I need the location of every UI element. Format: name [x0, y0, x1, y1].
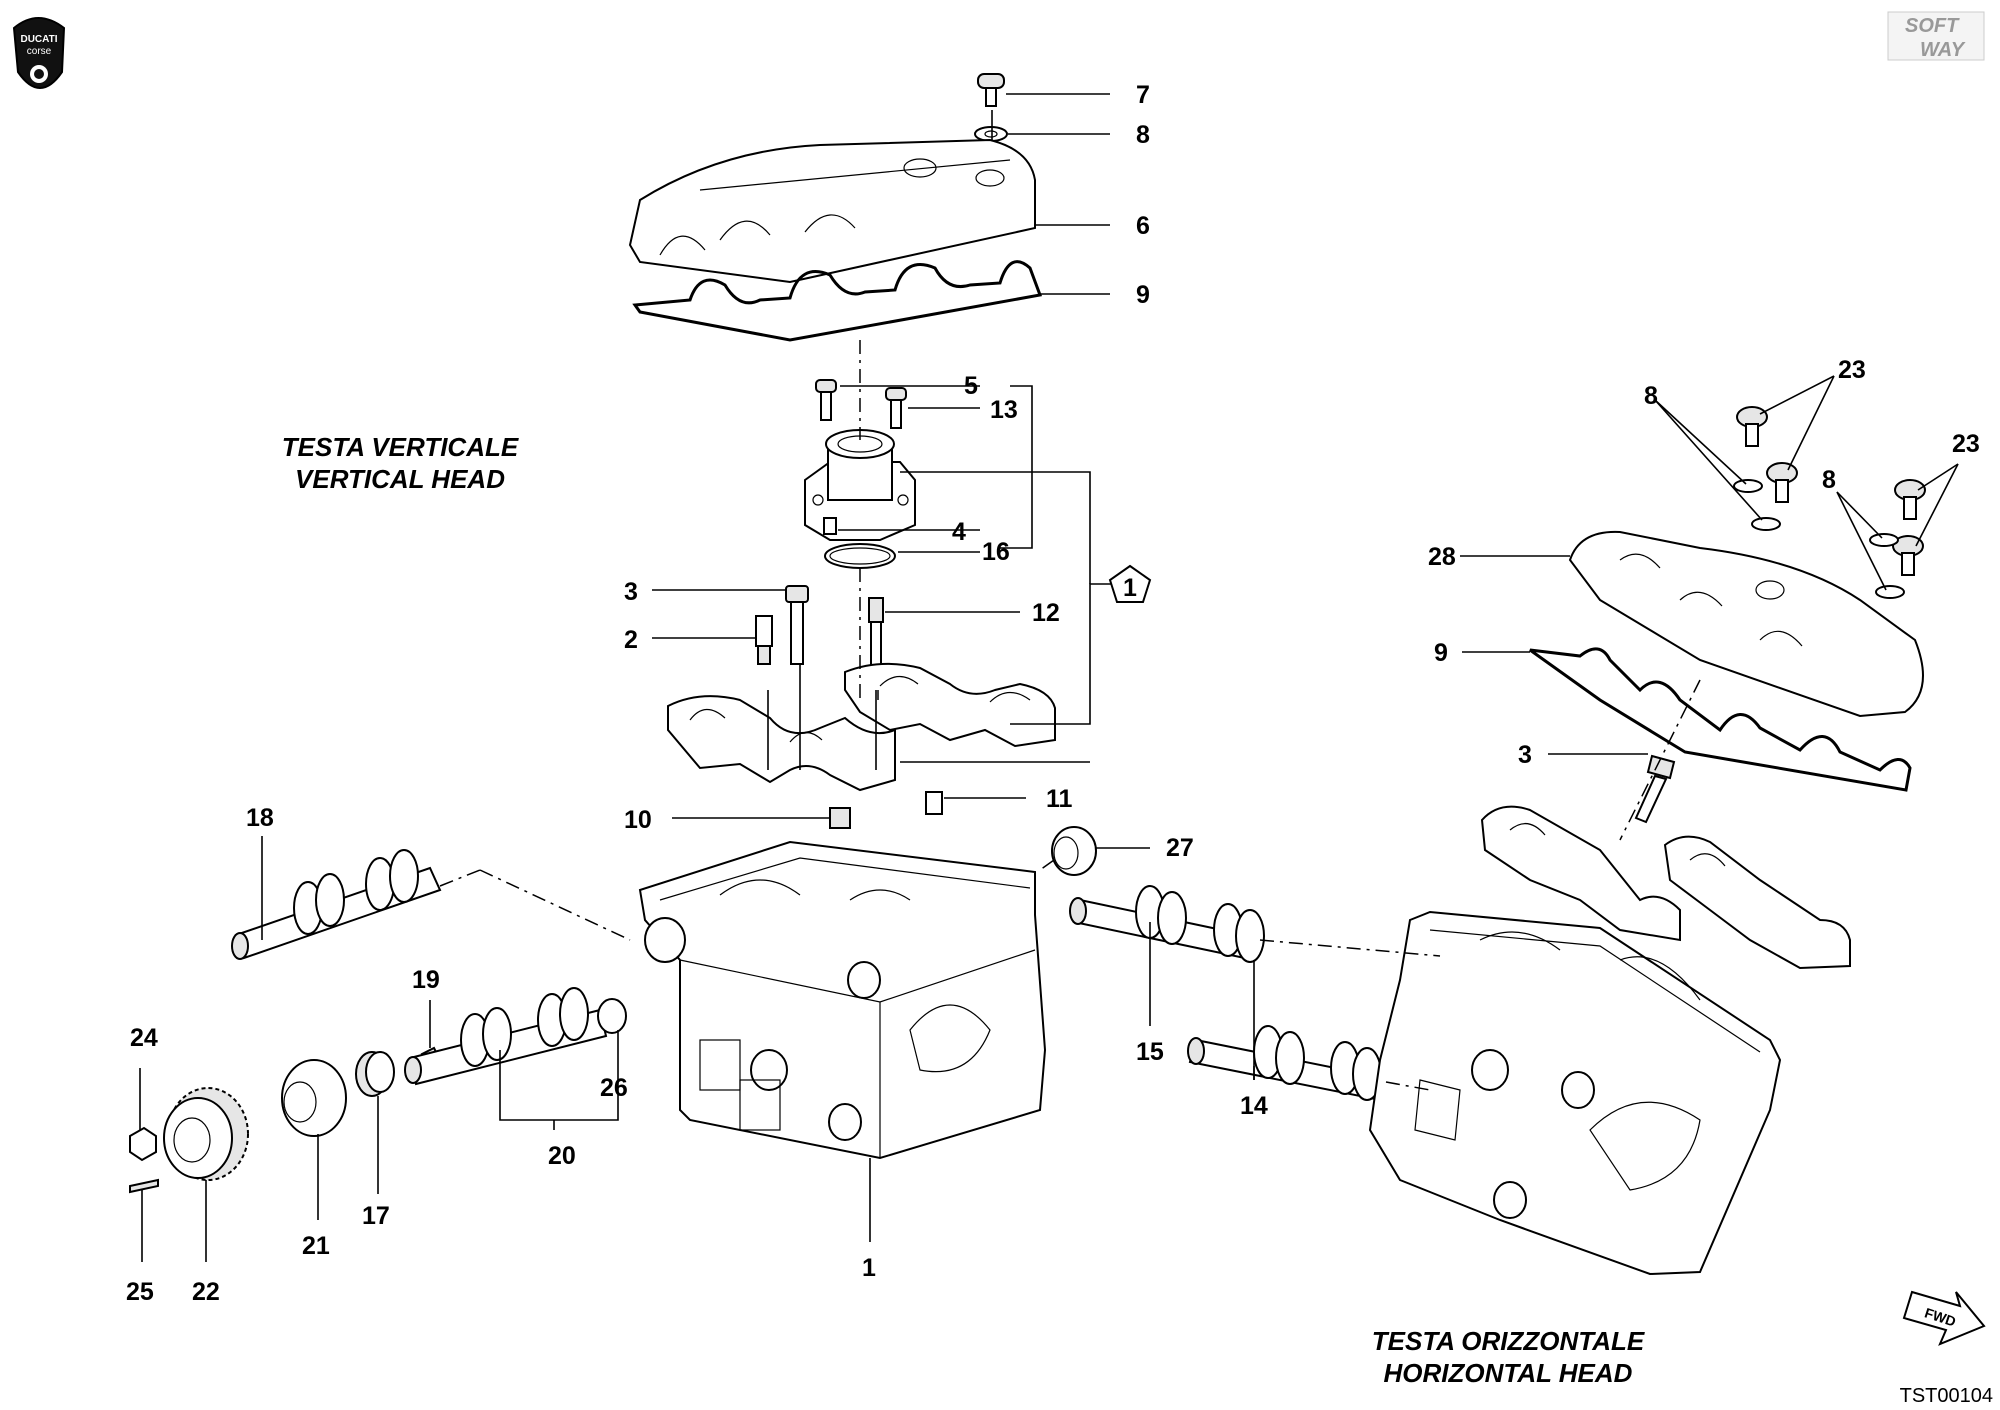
callout-8c: 8: [1822, 466, 1836, 494]
ducati-corse-logo: DUCATI corse: [12, 17, 66, 89]
part-26-plug: [597, 998, 627, 1034]
part-21-spacer: [281, 1059, 347, 1137]
part-22-pulley: [163, 1087, 249, 1181]
badge-text-bottom: WAY: [1920, 39, 1966, 61]
fwd-arrow: FWD: [1902, 1290, 1986, 1346]
part-10-bush: [829, 807, 851, 829]
part-23-screws: [1736, 406, 1926, 576]
part-13-bolt: [885, 387, 907, 429]
callout-9: 9: [1136, 281, 1150, 309]
heading-horizontal-it: TESTA ORIZZONTALE: [1372, 1326, 1645, 1356]
callout-16: 16: [982, 538, 1010, 566]
callout-20: 20: [548, 1142, 576, 1170]
callout-1: 1: [862, 1254, 876, 1282]
callout-numbers: 7 8 6 9 5 13 4 16 3 2 12 10 11 27 18 19 …: [126, 81, 1980, 1306]
part-28-valve-cover: [1568, 530, 1924, 718]
badge-text-top: SOFT: [1905, 15, 1960, 37]
callout-13: 13: [990, 396, 1018, 424]
part-15-camshaft: [1069, 885, 1265, 963]
cam-cap-bridge-rear: [844, 662, 1056, 748]
callout-4: 4: [952, 518, 966, 546]
heading-vertical-it: TESTA VERTICALE: [282, 432, 519, 462]
callout-17: 17: [362, 1202, 390, 1230]
leader-lines: [139, 93, 1959, 1262]
callout-19: 19: [412, 966, 440, 994]
heading-vertical-en: VERTICAL HEAD: [295, 464, 505, 494]
callout-11: 11: [1046, 785, 1073, 813]
cylinder-head-horizontal: [1368, 910, 1782, 1276]
cam-cap-bridge-front: [667, 695, 896, 792]
part-18-camshaft: [231, 849, 442, 960]
axis-lines: [439, 340, 1701, 1091]
softway-badge: SOFT WAY: [1887, 11, 1985, 61]
part-5-bolt: [815, 379, 837, 421]
logo-text-top: DUCATI: [20, 34, 57, 45]
callout-8b: 8: [1644, 382, 1658, 410]
callout-28: 28: [1428, 543, 1456, 571]
callout-6: 6: [1136, 212, 1150, 240]
callout-23: 23: [1838, 356, 1866, 384]
part-7-screw: [977, 73, 1005, 107]
part-27-plug: [1051, 826, 1097, 876]
part-20-camshaft: [404, 987, 608, 1086]
logo-text-bottom: corse: [27, 46, 52, 57]
cam-caps-horizontal: [1480, 805, 1851, 970]
part-3-bolt: [785, 585, 809, 665]
part-11-bush: [925, 791, 943, 815]
part-8-washers-horizontal: [1733, 479, 1905, 599]
callout-9b: 9: [1434, 639, 1448, 667]
part-24-nut: [129, 1126, 157, 1162]
part-2-dowel: [755, 615, 773, 665]
kit-pentagon-1: 1: [1108, 564, 1152, 603]
part-4-tensioner-body: [804, 429, 916, 541]
callout-23b: 23: [1952, 430, 1980, 458]
callout-21: 21: [302, 1232, 330, 1260]
heading-horizontal-en: HORIZONTAL HEAD: [1384, 1358, 1633, 1388]
callout-3b: 3: [1518, 741, 1532, 769]
part-9-gasket-horizontal: [1529, 647, 1912, 792]
callout-3: 3: [624, 578, 638, 606]
callout-14: 14: [1240, 1092, 1268, 1120]
callout-26: 26: [600, 1074, 628, 1102]
drawing-code: TST00104: [1900, 1385, 1993, 1407]
part-6-valve-cover: [628, 138, 1036, 284]
part-1-cylinder-head-vertical: [638, 840, 1047, 1160]
callout-27: 27: [1166, 834, 1194, 862]
part-3-bolt-horizontal: [1634, 754, 1676, 824]
callout-7: 7: [1136, 81, 1150, 109]
callout-24: 24: [130, 1024, 158, 1052]
part-8-washer: [974, 126, 1008, 142]
part-14-camshaft: [1187, 1025, 1387, 1102]
callout-25: 25: [126, 1278, 154, 1306]
callout-10: 10: [624, 806, 652, 834]
callout-2: 2: [624, 626, 638, 654]
part-9-gasket: [632, 260, 1043, 342]
callout-12: 12: [1032, 599, 1060, 627]
part-25-bolt: [129, 1178, 159, 1194]
callout-15: 15: [1136, 1038, 1164, 1066]
callout-8: 8: [1136, 121, 1150, 149]
part-17-bearing: [355, 1051, 395, 1097]
callout-22: 22: [192, 1278, 220, 1306]
callout-5: 5: [964, 372, 978, 400]
callout-18: 18: [246, 804, 274, 832]
kit-label: 1: [1123, 574, 1137, 602]
